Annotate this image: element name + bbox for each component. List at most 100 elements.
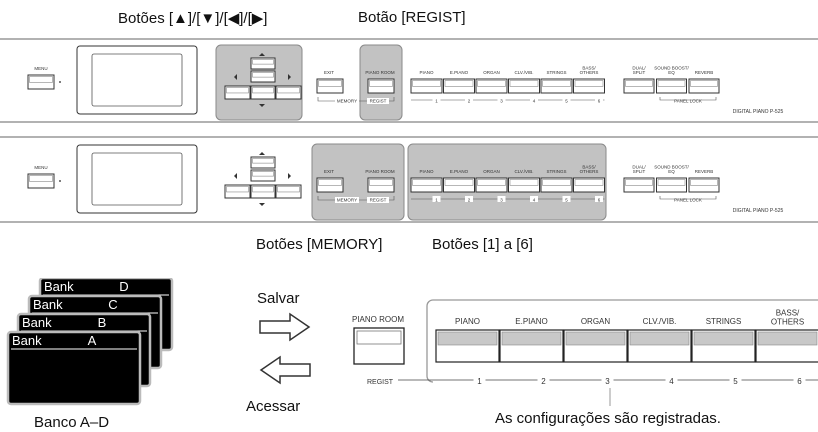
voice-label-5: BASS/OTHERS (580, 164, 599, 174)
number-label-4: 5 (565, 198, 568, 203)
number-label-1: 2 (468, 99, 471, 104)
zoom-number-label-3: 4 (669, 377, 674, 386)
memory-buttons-callout: Botões [MEMORY] (256, 236, 383, 253)
cursor-right-icon (288, 173, 291, 179)
bank-letter: D (119, 279, 128, 294)
effect-label-1: SOUND BOOST/EQ (654, 65, 689, 75)
number-label-2: 3 (500, 99, 503, 104)
effect-button-1 (656, 177, 687, 193)
effect-label-0: DUAL/SPLIT (632, 65, 646, 75)
effect-button-0 (623, 177, 655, 193)
panel-lock-label: PANEL LOCK (674, 99, 702, 104)
recall-arrow-icon (259, 355, 311, 385)
regist-label: REGIST (370, 99, 387, 104)
panel-lock-label: PANEL LOCK (674, 198, 702, 203)
cursor-left-icon (234, 173, 237, 179)
bank-label: Bank (12, 333, 42, 348)
number-label-5: 6 (598, 198, 601, 203)
cursor-center-button (250, 169, 276, 182)
cursor-up-button (250, 57, 276, 70)
panel-lock-bracket (659, 97, 717, 101)
number-label-5: 6 (598, 99, 601, 104)
memory-label: MEMORY (337, 99, 357, 104)
cursor-center2-button (250, 184, 276, 199)
cursor-right-button (275, 184, 302, 199)
piano-room-button (367, 78, 395, 94)
zoom-number-label-4: 5 (733, 377, 738, 386)
zoom-number-highlight (426, 299, 818, 383)
effect-button-2 (688, 177, 720, 193)
voice-label-3: CLV./VIB. (514, 169, 533, 174)
number-buttons-callout: Botões [1] a [6] (432, 236, 533, 253)
zoom-voice-button-3 (627, 329, 692, 363)
effect-label-2: REVERB (695, 169, 714, 174)
save-label: Salvar (257, 290, 300, 307)
voice-button-2 (475, 78, 508, 94)
voice-label-0: PIANO (419, 70, 434, 75)
number-label-0: 1 (435, 99, 438, 104)
number-label-0: 1 (435, 198, 438, 203)
zoom-voice-button-4 (691, 329, 756, 363)
voice-button-1 (443, 78, 475, 94)
zoom-regist-label: REGIST (367, 379, 394, 386)
bank-letter: C (108, 297, 117, 312)
cursor-right-button (275, 85, 302, 100)
zoom-number-label-5: 6 (797, 377, 802, 386)
menu-button (27, 74, 55, 90)
zoom-number-label-2: 3 (605, 377, 610, 386)
voice-button-5 (573, 177, 605, 193)
voice-button-3 (508, 177, 540, 193)
display-screen (91, 152, 183, 206)
menu-indicator (59, 180, 61, 182)
zoom-voice-button-5 (755, 329, 818, 363)
model-label: DIGITAL PIANO P-525 (733, 109, 784, 115)
number-label-2: 3 (500, 198, 503, 203)
cursor-left-button (224, 85, 251, 100)
bank-letter: A (88, 333, 97, 348)
cursor-left-icon (234, 74, 237, 80)
effect-label-2: REVERB (695, 70, 714, 75)
zoom-piano-room-button (353, 327, 405, 365)
voice-label-5: BASS/OTHERS (580, 65, 599, 75)
effect-button-2 (688, 78, 720, 94)
regist-label: REGIST (370, 198, 387, 203)
effect-button-0 (623, 78, 655, 94)
zoom-voice-label-5: BASS/OTHERS (771, 309, 804, 327)
voice-label-0: PIANO (419, 169, 434, 174)
voice-label-3: CLV./VIB. (514, 70, 533, 75)
voice-label-2: ORGAN (483, 70, 500, 75)
zoom-voice-button-0 (435, 329, 500, 363)
voice-button-2 (475, 177, 508, 193)
voice-button-1 (443, 177, 475, 193)
bank-card-a: Bank A (6, 330, 142, 406)
cursor-down-icon (259, 104, 265, 107)
cursor-buttons-callout: Botões [▲]/[▼]/[◀]/[▶] (118, 10, 268, 27)
zoom-voice-button-2 (563, 329, 628, 363)
zoom-number-label-0: 1 (477, 377, 482, 386)
voice-button-4 (540, 177, 573, 193)
zoom-voice-label-4: STRINGS (706, 317, 742, 326)
voice-label-1: E.PIANO (450, 169, 469, 174)
cursor-right-icon (288, 74, 291, 80)
panel-lock-bracket (659, 196, 717, 200)
piano-room-label: PIANO ROOM (365, 70, 395, 75)
exit-label: EXIT (324, 70, 334, 75)
voice-label-4: STRINGS (546, 169, 566, 174)
bank-range-label: Banco A–D (34, 414, 110, 431)
cursor-center2-button (250, 85, 276, 100)
exit-button (316, 78, 344, 94)
voice-button-0 (410, 177, 443, 193)
number-label-3: 4 (533, 99, 536, 104)
save-arrow-icon (259, 312, 311, 342)
voice-button-5 (573, 78, 605, 94)
zoom-voice-label-2: ORGAN (581, 317, 611, 326)
display-screen (91, 53, 183, 107)
cursor-center-button (250, 70, 276, 83)
registered-note: As configurações são registradas. (495, 410, 721, 427)
zoom-voice-label-1: E.PIANO (515, 317, 547, 326)
